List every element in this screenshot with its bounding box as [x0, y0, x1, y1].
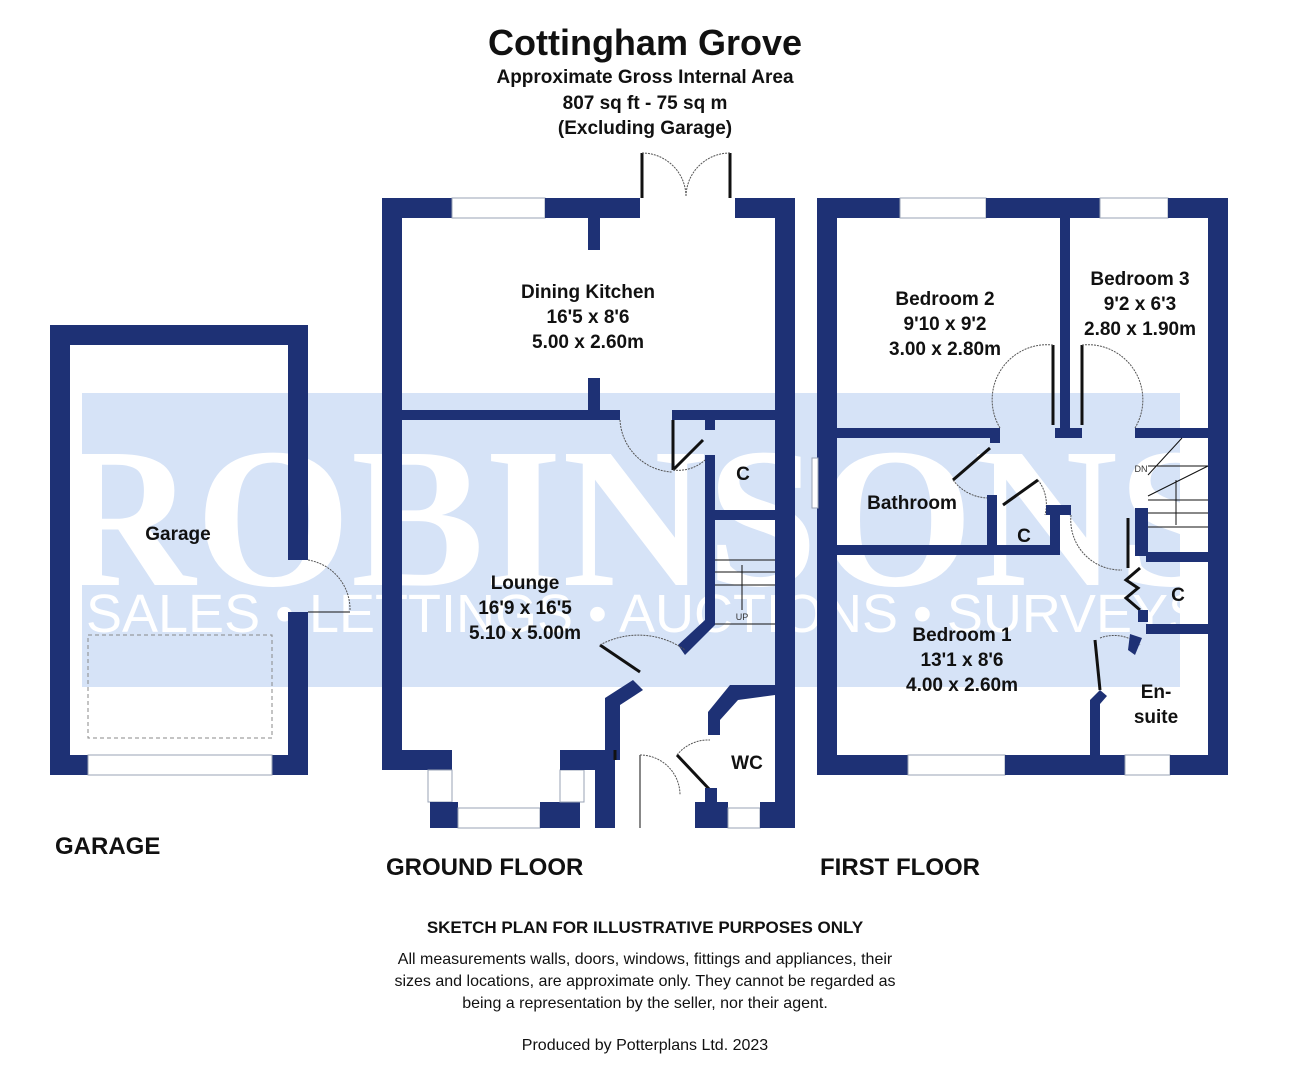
- room-bedroom1-imperial: 13'1 x 8'6: [921, 650, 1004, 671]
- ground-floor-walls: [382, 152, 795, 829]
- room-ensuite-line2: suite: [1134, 707, 1178, 728]
- room-dining-kitchen-metric: 5.00 x 2.60m: [532, 332, 644, 353]
- room-lounge-metric: 5.10 x 5.00m: [469, 623, 581, 644]
- stairs-down-label: DN: [1135, 464, 1148, 474]
- watermark-brand: ROBINSONS: [51, 408, 1229, 629]
- stairs-up-label: UP: [736, 612, 749, 622]
- room-lounge-imperial: 16'9 x 16'5: [478, 598, 572, 619]
- area-note: (Excluding Garage): [557, 118, 733, 139]
- room-dining-kitchen-name: Dining Kitchen: [521, 282, 655, 303]
- room-cupboard-ground: C: [736, 464, 750, 485]
- room-cupboard-first-2: C: [1171, 585, 1185, 606]
- room-bedroom3-name: Bedroom 3: [1090, 269, 1189, 290]
- area-value: 807 sq ft - 75 sq m: [562, 93, 728, 114]
- room-dining-kitchen-imperial: 16'5 x 8'6: [547, 307, 630, 328]
- room-bathroom: Bathroom: [867, 493, 957, 514]
- room-bedroom3-metric: 2.80 x 1.90m: [1084, 319, 1196, 340]
- disclaimer-line-2: sizes and locations, are approximate onl…: [394, 973, 896, 990]
- room-bedroom1-metric: 4.00 x 2.60m: [906, 675, 1018, 696]
- disclaimer-line-1: All measurements walls, doors, windows, …: [397, 951, 893, 968]
- garage-walls: [50, 325, 351, 776]
- room-garage: Garage: [145, 524, 210, 545]
- room-bedroom3-imperial: 9'2 x 6'3: [1104, 294, 1176, 315]
- floor-label-garage: GARAGE: [55, 833, 160, 860]
- room-lounge-name: Lounge: [491, 573, 560, 594]
- floor-label-ground: GROUND FLOOR: [386, 854, 583, 881]
- floor-label-first: FIRST FLOOR: [820, 854, 980, 881]
- room-bedroom2-imperial: 9'10 x 9'2: [904, 314, 987, 335]
- plan-title: Cottingham Grove: [487, 22, 802, 63]
- room-bedroom1-name: Bedroom 1: [912, 625, 1012, 646]
- disclaimer-title: SKETCH PLAN FOR ILLUSTRATIVE PURPOSES ON…: [426, 918, 864, 937]
- producer-credit: Produced by Potterplans Ltd. 2023: [521, 1037, 769, 1054]
- room-wc: WC: [731, 753, 763, 774]
- watermark-tagline: SALES • LETTINGS • AUCTIONS • SURVEYS: [86, 584, 1204, 644]
- room-bedroom2-name: Bedroom 2: [895, 289, 994, 310]
- area-subtitle: Approximate Gross Internal Area: [496, 67, 794, 88]
- room-ensuite-line1: En-: [1141, 682, 1172, 703]
- disclaimer-line-3: being a representation by the seller, no…: [462, 995, 828, 1012]
- first-floor-walls: [811, 197, 1228, 776]
- room-bedroom2-metric: 3.00 x 2.80m: [889, 339, 1001, 360]
- room-cupboard-first-1: C: [1017, 526, 1031, 547]
